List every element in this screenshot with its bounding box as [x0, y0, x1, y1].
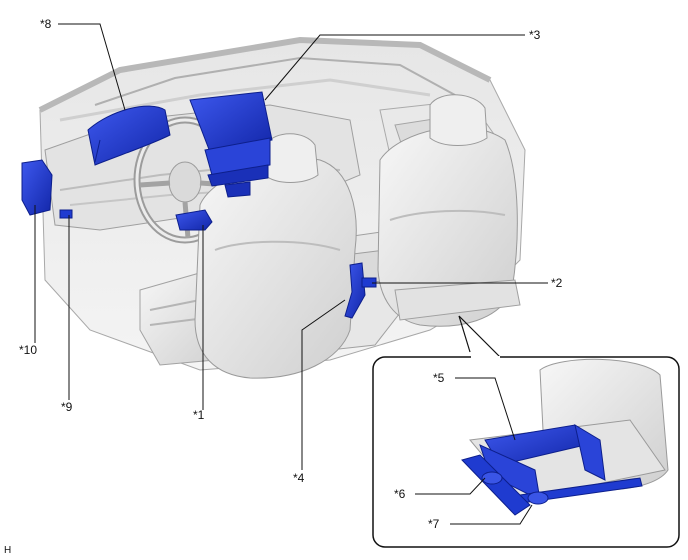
callout-3: *3 — [529, 28, 541, 42]
component-meter — [87, 105, 171, 166]
component-small-connector — [59, 209, 73, 219]
figure-code: H — [4, 545, 12, 556]
callout-4: *4 — [293, 471, 305, 485]
callout-10: *10 — [19, 343, 38, 357]
leader-lines — [34, 23, 548, 525]
callout-5: *5 — [433, 371, 445, 385]
component-display-unit — [189, 91, 273, 198]
callout-6: *6 — [394, 487, 406, 501]
callout-8: *8 — [40, 17, 52, 31]
inset-seat-frame — [461, 423, 643, 516]
callout-7: *7 — [428, 517, 440, 531]
callout-1: *1 — [193, 408, 205, 422]
callout-2: *2 — [551, 276, 563, 290]
callout-9: *9 — [61, 400, 73, 414]
passenger-seat — [377, 94, 521, 327]
driver-seat — [194, 133, 357, 379]
component-left-ecu — [21, 159, 73, 219]
